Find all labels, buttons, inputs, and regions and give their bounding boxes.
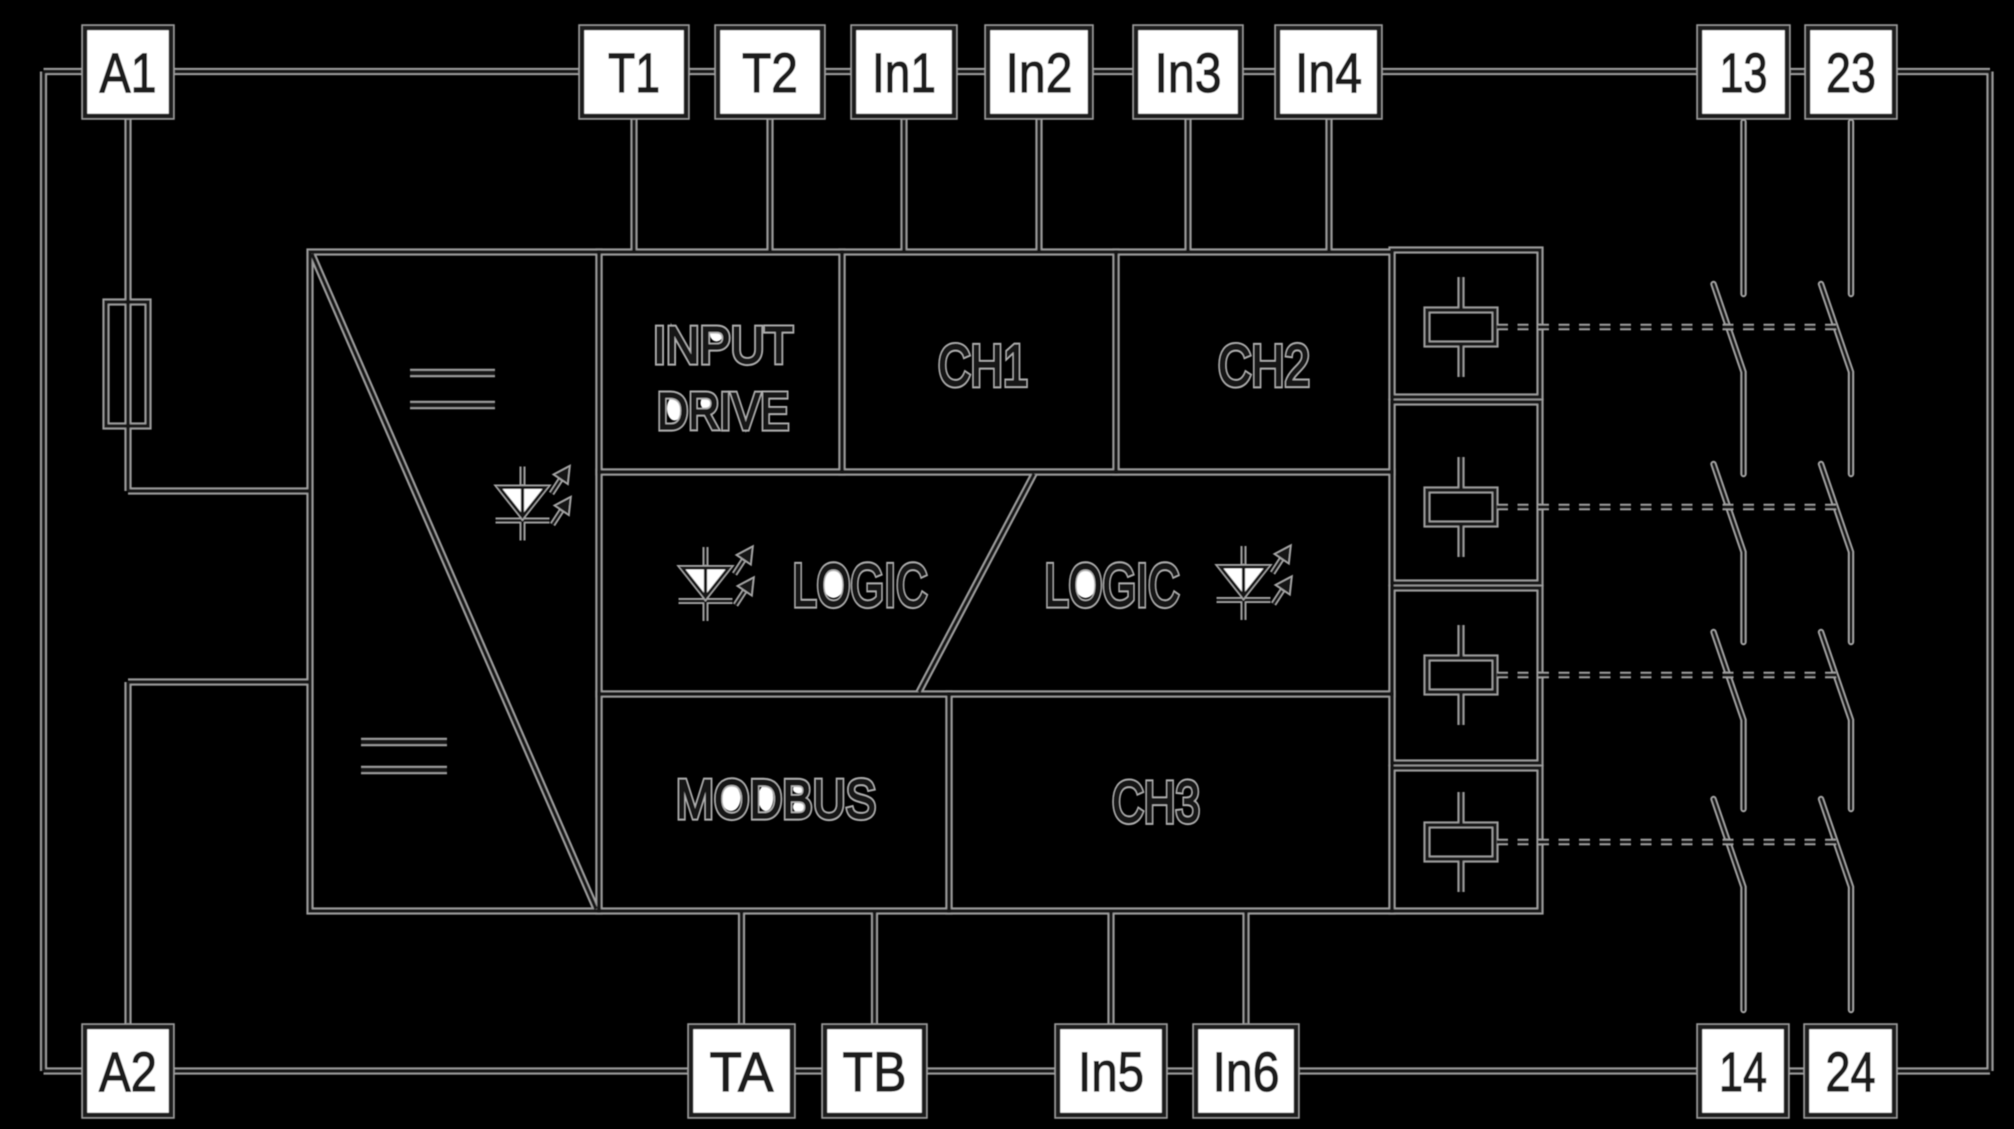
svg-text:CH3: CH3 bbox=[1112, 770, 1200, 835]
svg-text:CH1: CH1 bbox=[938, 334, 1028, 399]
svg-text:CH3: CH3 bbox=[1112, 770, 1200, 835]
svg-text:T2: T2 bbox=[742, 41, 798, 104]
svg-text:In1: In1 bbox=[872, 41, 936, 104]
svg-text:MODBUS: MODBUS bbox=[676, 768, 876, 830]
svg-text:CH2: CH2 bbox=[1218, 334, 1310, 399]
svg-text:LOGIC: LOGIC bbox=[1045, 552, 1180, 619]
svg-text:In4: In4 bbox=[1295, 41, 1362, 104]
svg-text:In5: In5 bbox=[1078, 1040, 1144, 1103]
svg-text:In3: In3 bbox=[1155, 41, 1222, 104]
svg-text:In2: In2 bbox=[1006, 41, 1073, 104]
svg-text:CH1: CH1 bbox=[938, 334, 1028, 399]
svg-text:DRIVE: DRIVE bbox=[657, 383, 789, 441]
svg-text:LOGIC: LOGIC bbox=[793, 552, 928, 619]
svg-text:TB: TB bbox=[843, 1040, 907, 1103]
svg-text:LOGIC: LOGIC bbox=[1045, 552, 1180, 619]
svg-text:MODBUS: MODBUS bbox=[676, 768, 876, 830]
svg-text:In6: In6 bbox=[1213, 1040, 1280, 1103]
svg-text:14: 14 bbox=[1719, 1040, 1767, 1103]
svg-text:A1: A1 bbox=[100, 41, 157, 104]
svg-text:T1: T1 bbox=[608, 41, 660, 104]
svg-text:23: 23 bbox=[1826, 41, 1876, 104]
svg-text:DRIVE: DRIVE bbox=[657, 383, 789, 441]
svg-text:LOGIC: LOGIC bbox=[793, 552, 928, 619]
svg-text:A2: A2 bbox=[99, 1040, 157, 1103]
svg-text:CH2: CH2 bbox=[1218, 334, 1310, 399]
svg-text:24: 24 bbox=[1826, 1040, 1876, 1103]
svg-text:13: 13 bbox=[1720, 41, 1768, 104]
svg-text:INPUT: INPUT bbox=[653, 317, 793, 375]
svg-text:INPUT: INPUT bbox=[653, 317, 793, 375]
svg-text:TA: TA bbox=[710, 1040, 775, 1103]
